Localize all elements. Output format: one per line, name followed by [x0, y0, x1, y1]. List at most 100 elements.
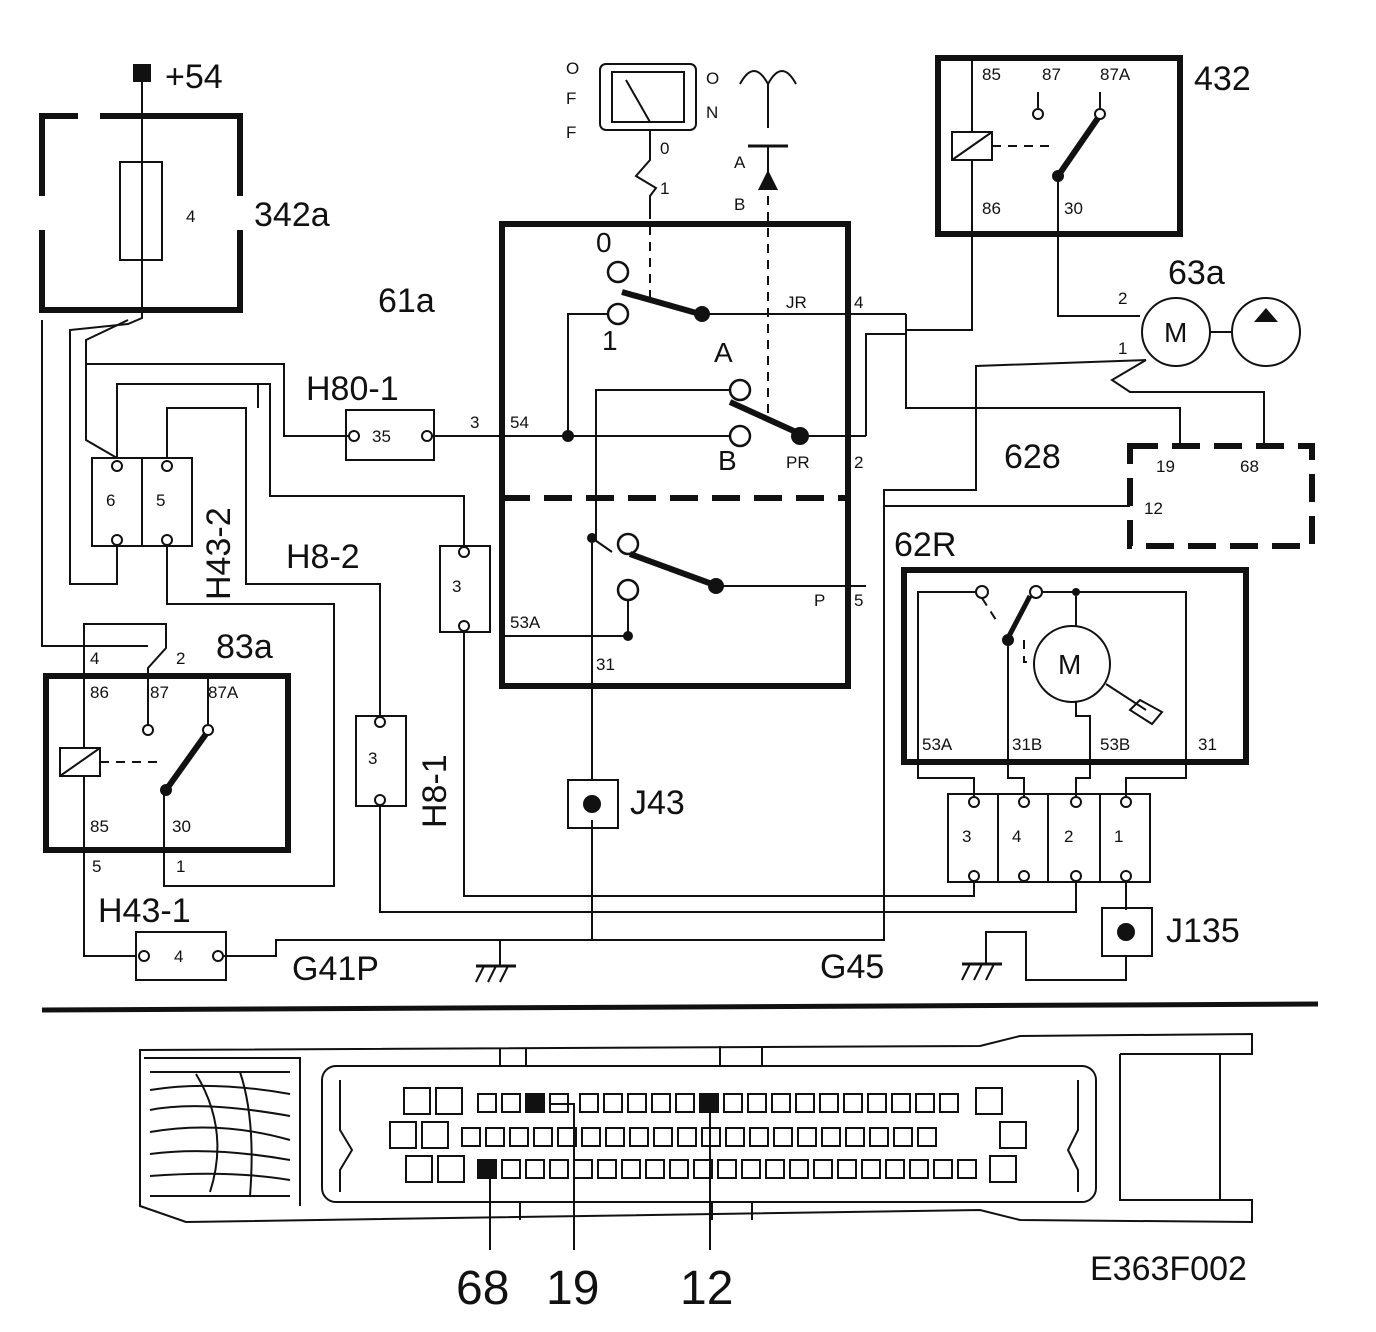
ecu-callout-68: 68: [456, 1262, 509, 1315]
relay-83a-t87: 87: [150, 683, 169, 702]
h8-1-id: H8-1: [416, 754, 454, 828]
relay-432-t87: 87: [1042, 65, 1061, 84]
relay-83a-pin-4: 4: [90, 649, 99, 668]
off-on-indicator: O F F O N 0 1: [566, 59, 719, 210]
h43-2-id: H43-2: [200, 507, 238, 600]
relay-432-t86: 86: [982, 199, 1001, 218]
ecu-pin: [477, 1093, 497, 1113]
ecu-pin: [653, 1127, 673, 1147]
switch-term-pr: PR: [786, 453, 810, 472]
ecu-pin: [581, 1127, 601, 1147]
relay-83a-t87a: 87A: [208, 683, 239, 702]
motor-plug-pin-2: 2: [1064, 827, 1073, 846]
ecu-pin: [939, 1093, 959, 1113]
switch-pos-b: B: [718, 445, 737, 476]
indicator-wire-1: 1: [660, 179, 669, 198]
ecu-pin-grid: [389, 1087, 1027, 1183]
ecu-pin: [747, 1093, 767, 1113]
pump-pin-2: 2: [1118, 289, 1127, 308]
ecu-pin: [437, 1155, 465, 1183]
pump-motor-m: M: [1164, 317, 1187, 348]
relay-83a-t30: 30: [172, 817, 191, 836]
h80-1-id: H80-1: [306, 370, 399, 408]
ecu-pin: [893, 1127, 913, 1147]
connector-h8-2: 3: [439, 545, 491, 633]
h43-2-pin-6: 6: [106, 491, 115, 510]
ecu-pin: [933, 1159, 953, 1179]
ecu-pin: [861, 1159, 881, 1179]
ecu-callout-12: 12: [680, 1262, 733, 1315]
ecu-pin: [723, 1093, 743, 1113]
supply-label: +54: [165, 58, 223, 96]
off-letter-f1: F: [566, 89, 576, 108]
control-unit-628: 628 19 68 12: [1004, 438, 1315, 549]
relay-83a-t85: 85: [90, 817, 109, 836]
control-unit-pin-19: 19: [1156, 457, 1175, 476]
connector-h43-2: 6 5 H43-2: [91, 457, 238, 600]
ecu-pin: [885, 1159, 905, 1179]
ecu-pin: [573, 1159, 593, 1179]
ecu-pin: [597, 1159, 617, 1179]
connector-h80-1: 35 H80-1: [306, 370, 435, 461]
antenna-symbol: A B: [734, 70, 797, 214]
h8-1-pin: 3: [368, 749, 377, 768]
switch-term-p: P: [814, 591, 825, 610]
ecu-pin: [843, 1093, 863, 1113]
ecu-pin: [891, 1093, 911, 1113]
switch-term-54: 54: [510, 413, 529, 432]
switch-pin-3: 3: [470, 413, 479, 432]
ecu-pin: [677, 1127, 697, 1147]
ground-j135-label: J135: [1166, 912, 1240, 950]
ecu-pin: [603, 1093, 623, 1113]
ecu-pin: [549, 1159, 569, 1179]
control-unit-id: 628: [1004, 438, 1061, 476]
switch-pos-0: 0: [596, 227, 612, 258]
ecu-connector: 68 19 12: [139, 1032, 1253, 1315]
ecu-pin: [717, 1159, 737, 1179]
section-divider: [41, 1001, 1319, 1013]
ecu-pin: [725, 1127, 745, 1147]
pump-id: 63a: [1168, 254, 1225, 292]
pump-63a: 63a M 2 1: [1118, 254, 1301, 367]
relay-83a: 83a 4 2 86 87 87A 85 30 5 1: [43, 628, 291, 876]
ecu-pin: [915, 1093, 935, 1113]
connector-h8-1: 3 H8-1: [355, 715, 454, 828]
ecu-pin: [669, 1159, 689, 1179]
motor-plug-pin-4: 4: [1012, 827, 1021, 846]
relay-432-t87a: 87A: [1100, 65, 1131, 84]
ecu-pin: [461, 1127, 481, 1147]
combination-switch-61a: 61a 0 1 A B JR PR P 54 53A 31 4 2 5: [378, 221, 906, 780]
relay-432: 432 85 87 87A 86 30: [935, 55, 1251, 237]
motor-plug: 3 4 2 1: [947, 793, 1151, 883]
on-letter-n: N: [706, 103, 718, 122]
wiper-t53b: 53B: [1100, 735, 1130, 754]
ecu-pin: [627, 1093, 647, 1113]
wiper-motor-m: M: [1058, 649, 1081, 680]
off-letter-o: O: [566, 59, 579, 78]
wiper-t53a: 53A: [922, 735, 953, 754]
ecu-pin: [645, 1159, 665, 1179]
ecu-pin: [533, 1127, 553, 1147]
off-letter-f2: F: [566, 123, 576, 142]
ecu-pin: [389, 1121, 417, 1149]
ecu-pin: [765, 1159, 785, 1179]
ecu-pin: [867, 1093, 887, 1113]
ecu-pin: [909, 1159, 929, 1179]
ecu-pin: [845, 1127, 865, 1147]
ecu-pin: [501, 1093, 521, 1113]
h43-1-id: H43-1: [98, 892, 191, 930]
indicator-wire-0: 0: [660, 139, 669, 158]
h80-1-pin: 35: [372, 427, 391, 446]
ecu-pin: [819, 1093, 839, 1113]
h43-2-pin-5: 5: [156, 491, 165, 510]
h8-2-pin: 3: [452, 577, 461, 596]
ecu-pin: [605, 1127, 625, 1147]
ecu-pin: [821, 1127, 841, 1147]
supply-terminal: +54: [133, 58, 223, 96]
ground-j43: J43: [567, 779, 685, 829]
wiper-motor-id: 62R: [894, 526, 956, 564]
ecu-pin: [789, 1159, 809, 1179]
ecu-pin: [813, 1159, 833, 1179]
drawing-code: E363F002: [1090, 1250, 1247, 1288]
